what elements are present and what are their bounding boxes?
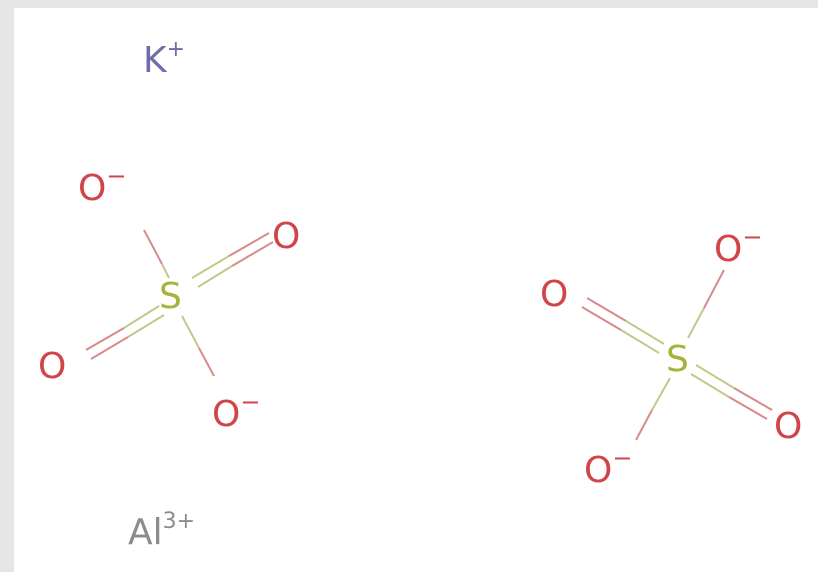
s2-oxygen-top: O− [714,223,762,270]
potassium-ion: K+ [143,37,185,81]
sulfate-1-bonds [85,229,274,377]
bond-s2-o-left-b2 [620,329,660,354]
bond-s1-o-bottom-o [198,347,215,377]
s2-oxygen-left: O [540,274,568,315]
bond-s2-o-bottom [651,377,671,411]
s1-oxygen-right: O [272,216,300,257]
s1-sulfur: S [159,276,182,317]
bond-s2-o-right-a2 [733,387,773,411]
s1-oxygen-bottom: O− [212,388,260,435]
bond-s2-o-left-a [586,297,627,322]
molecule-canvas: K+ O− O S O O− Al3+ O− O S O O− [14,8,818,572]
bond-s2-o-left-a2 [625,320,665,345]
bond-s2-o-right-a [695,364,735,389]
bond-s1-o-right-b2 [231,241,274,267]
bond-s2-o-left-b [581,306,622,331]
bond-s1-o-left-a [123,305,160,329]
sulfate-2-bonds [581,269,773,441]
bond-s1-o-left-a2 [85,327,125,351]
structure-diagram: K+ O− O S O O− Al3+ O− O S O O− [38,37,802,553]
s1-oxygen-top: O− [78,162,126,209]
bond-s1-o-top-s [161,263,170,279]
bond-s1-o-right-a2 [228,232,270,257]
s2-oxygen-right: O [774,406,802,447]
bond-s2-o-right-b [690,373,730,398]
bond-s2-o-top-s [687,307,705,339]
bond-s1-o-bottom [181,315,200,349]
s2-oxygen-bottom: O− [584,444,632,491]
s2-sulfur: S [666,339,689,380]
bond-s1-o-right-a [191,255,230,279]
bond-s1-o-left-b [127,314,165,338]
bond-s1-o-top [143,229,163,265]
bond-s1-o-right-b [197,265,233,288]
bond-s2-o-right-b2 [728,396,768,420]
s1-oxygen-left: O [38,346,66,387]
bond-s1-o-left-b2 [90,336,129,360]
bond-s2-o-top [703,269,725,309]
aluminium-ion: Al3+ [128,509,195,553]
bond-s2-o-bottom-o [635,409,653,441]
